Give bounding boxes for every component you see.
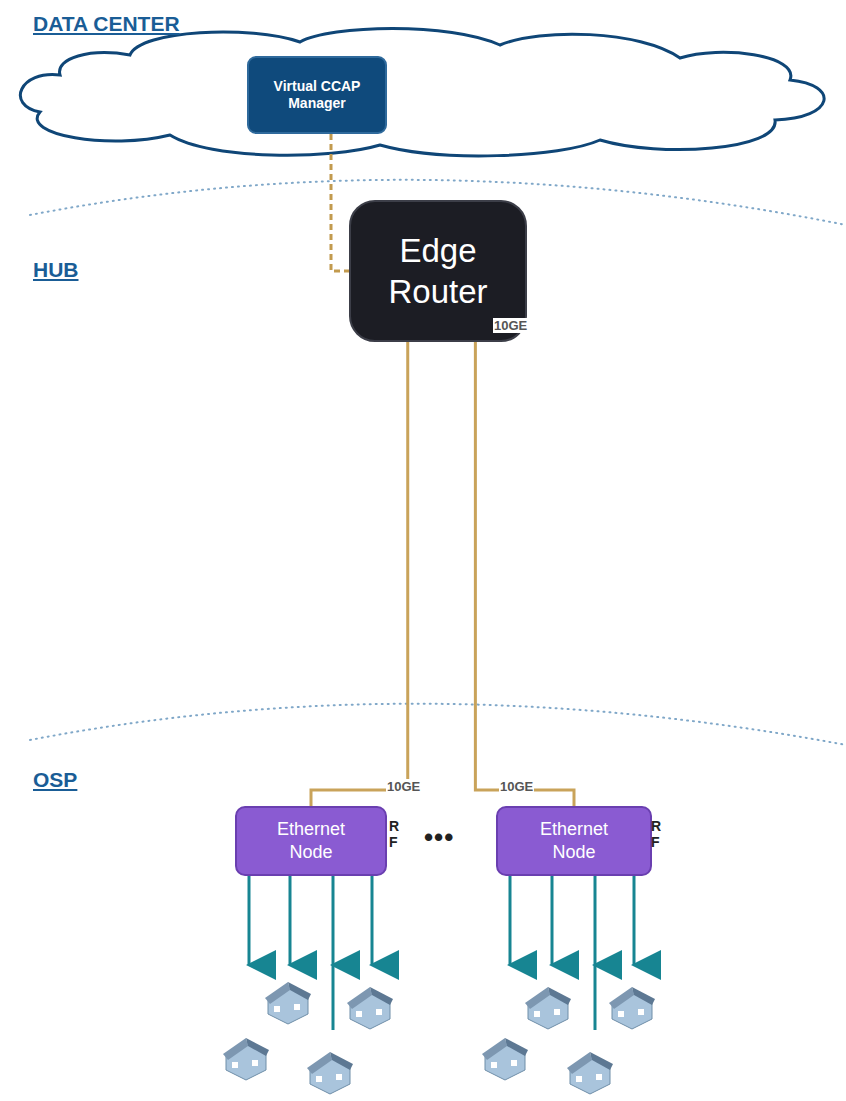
rf-drops — [249, 876, 634, 1030]
cloud-outline — [20, 29, 824, 156]
zone-boundary — [30, 704, 846, 745]
link-speed-label: 10GE — [493, 318, 528, 333]
node-text: Virtual CCAP Manager — [262, 78, 372, 113]
zone-label: DATA CENTER — [33, 12, 180, 36]
link-line — [331, 134, 349, 271]
link-line — [475, 342, 574, 806]
link-speed-label: 10GE — [499, 779, 534, 794]
zone-label: OSP — [33, 768, 77, 792]
ellipsis: ••• — [424, 822, 454, 853]
ethernet-node-box: Ethernet Node — [235, 806, 387, 876]
zone-label: HUB — [33, 258, 79, 282]
ethernet-node-box: Ethernet Node — [496, 806, 652, 876]
link-speed-label: 10GE — [386, 779, 421, 794]
rf-label: RF — [651, 818, 659, 850]
node-text: Ethernet Node — [256, 818, 366, 865]
node-text: Ethernet Node — [519, 818, 629, 865]
rf-label: RF — [389, 818, 397, 850]
node-text: Edge Router — [378, 230, 498, 313]
manager-box: Virtual CCAP Manager — [247, 56, 387, 134]
house-icons — [223, 982, 655, 1094]
link-line — [311, 342, 408, 806]
